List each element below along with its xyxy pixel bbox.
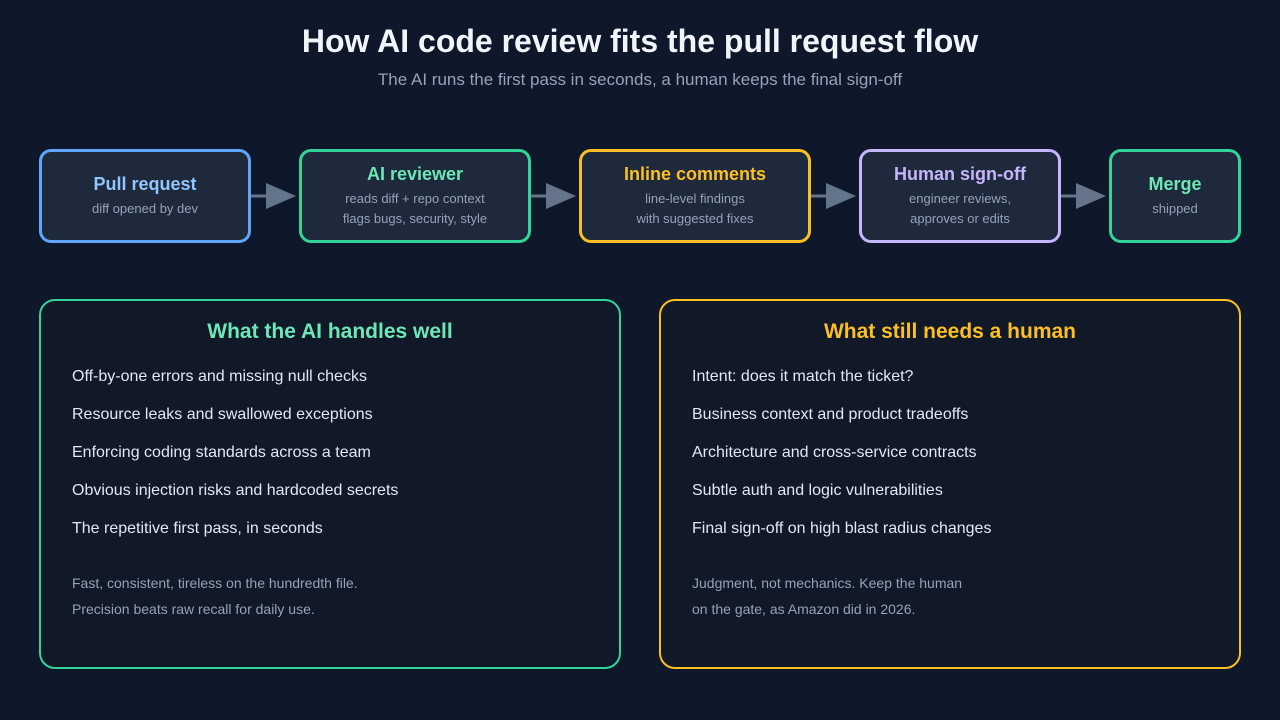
flow-node-pull-request: Pull request diff opened by dev	[39, 149, 251, 243]
arrow-pr-to-ai	[251, 183, 296, 209]
list-item: Business context and product tradeoffs	[692, 406, 969, 423]
list-item: Enforcing coding standards across a team	[72, 444, 371, 461]
list-item: The repetitive first pass, in seconds	[72, 520, 323, 537]
flow-node-desc: with suggested fixes	[636, 211, 754, 226]
note-line: on the gate, as Amazon did in 2026.	[692, 601, 916, 617]
list-item: Intent: does it match the ticket?	[692, 368, 914, 385]
flow-node-title: Inline comments	[623, 164, 767, 184]
list-item: Final sign-off on high blast radius chan…	[692, 520, 992, 537]
panel-title: What still needs a human	[823, 320, 1077, 343]
flow-node-title: Merge	[1148, 174, 1202, 194]
list-item: Off-by-one errors and missing null check…	[72, 368, 367, 385]
flow-node-inline-comments: Inline comments line-level findings with…	[579, 149, 811, 243]
panel-title: What the AI handles well	[207, 320, 453, 343]
flow-node-merge: Merge shipped	[1109, 149, 1241, 243]
flow-node-desc: diff opened by dev	[91, 201, 198, 216]
flow-node-desc: flags bugs, security, style	[342, 211, 488, 226]
panel-note: Judgment, not mechanics. Keep the human …	[692, 570, 962, 622]
page-title: How AI code review fits the pull request…	[301, 23, 979, 59]
human-needs-list: Intent: does it match the ticket? Busine…	[692, 365, 991, 555]
panel-human-needs: What still needs a human Intent: does it…	[659, 299, 1241, 669]
flow-node-desc: approves or edits	[910, 211, 1010, 226]
note-line: Judgment, not mechanics. Keep the human	[692, 575, 963, 591]
flow-node-title: Pull request	[93, 174, 197, 194]
list-item: Obvious injection risks and hardcoded se…	[72, 482, 399, 499]
flow-node-desc: line-level findings	[645, 191, 745, 206]
list-item: Architecture and cross-service contracts	[692, 444, 977, 461]
flow-node-ai-reviewer: AI reviewer reads diff + repo context fl…	[299, 149, 531, 243]
page-subtitle: The AI runs the first pass in seconds, a…	[377, 70, 903, 89]
note-line: Precision beats raw recall for daily use…	[72, 601, 315, 617]
arrow-ai-to-inline	[531, 183, 576, 209]
note-line: Fast, consistent, tireless on the hundre…	[72, 575, 358, 591]
arrow-human-to-merge	[1061, 183, 1106, 209]
flow-node-desc: reads diff + repo context	[345, 191, 485, 206]
ai-strengths-list: Off-by-one errors and missing null check…	[72, 365, 398, 555]
arrow-inline-to-human	[811, 183, 856, 209]
flow-node-human-sign-off: Human sign-off engineer reviews, approve…	[859, 149, 1061, 243]
flow-node-desc: engineer reviews,	[909, 191, 1011, 206]
list-item: Subtle auth and logic vulnerabilities	[692, 482, 943, 499]
panel-note: Fast, consistent, tireless on the hundre…	[72, 570, 358, 622]
flow-node-title: AI reviewer	[366, 164, 464, 184]
panel-ai-strengths: What the AI handles well Off-by-one erro…	[39, 299, 621, 669]
list-item: Resource leaks and swallowed exceptions	[72, 406, 373, 423]
flow-node-title: Human sign-off	[894, 164, 1026, 184]
flow-node-desc: shipped	[1152, 201, 1198, 216]
